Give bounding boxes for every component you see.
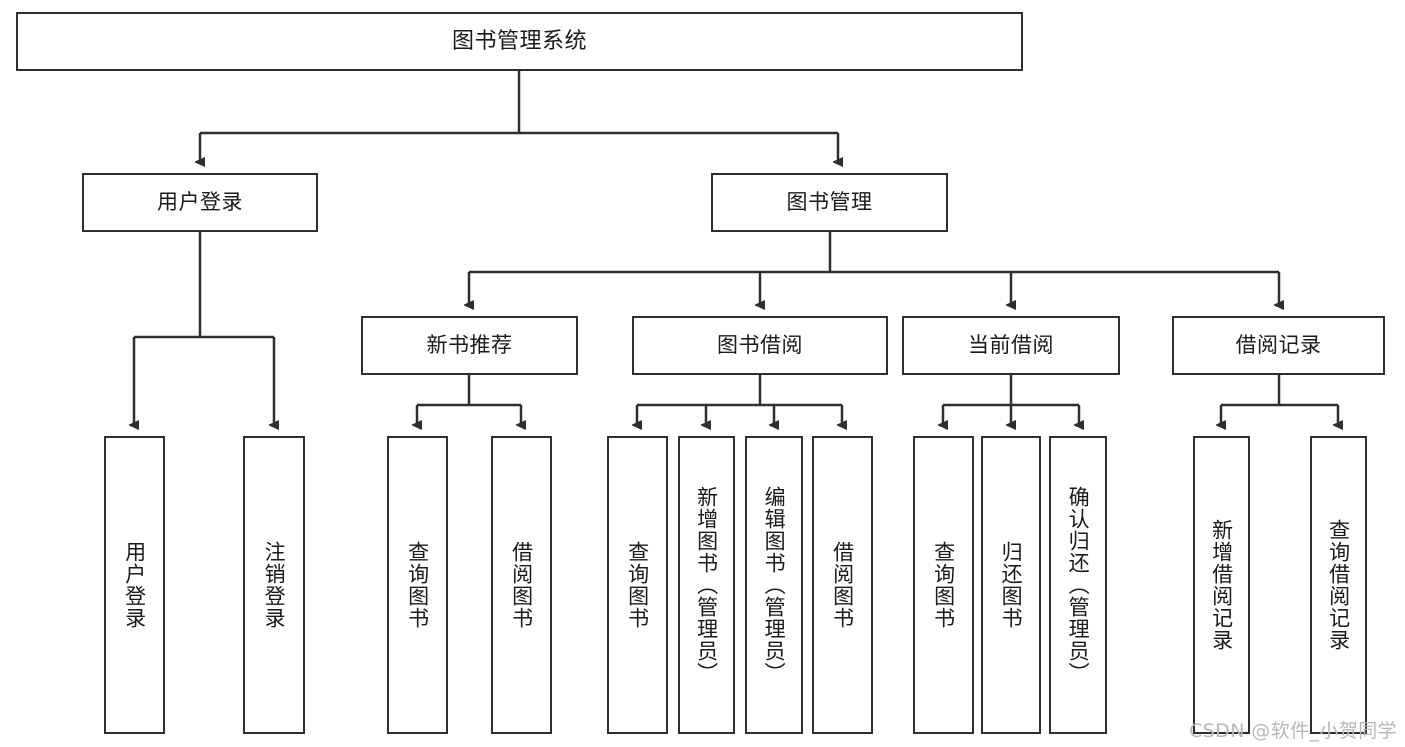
leaf-edit-book-admin-label: 编辑图书（管理员）: [762, 486, 787, 684]
node-book-borrow-label: 图书借阅: [717, 333, 803, 358]
leaf-new-book-borrow[interactable]: 借阅图书: [491, 436, 552, 734]
node-borrow-record-label: 借阅记录: [1235, 333, 1322, 358]
leaf-query-borrow-record-label: 查询借阅记录: [1326, 519, 1351, 651]
leaf-add-borrow-record-label: 新增借阅记录: [1209, 519, 1234, 651]
node-book-borrow[interactable]: 图书借阅: [632, 316, 888, 375]
leaf-add-borrow-record[interactable]: 新增借阅记录: [1193, 436, 1250, 734]
node-book-management[interactable]: 图书管理: [711, 173, 948, 232]
node-current-borrow[interactable]: 当前借阅: [902, 316, 1120, 375]
leaf-borrow-query-book[interactable]: 查询图书: [607, 436, 668, 734]
leaf-query-borrow-record[interactable]: 查询借阅记录: [1310, 436, 1367, 734]
node-borrow-record[interactable]: 借阅记录: [1172, 316, 1385, 375]
leaf-borrow-book[interactable]: 借阅图书: [812, 436, 873, 734]
node-book-management-label: 图书管理: [786, 190, 873, 215]
leaf-add-book-admin[interactable]: 新增图书（管理员）: [678, 436, 735, 734]
leaf-current-query-book[interactable]: 查询图书: [913, 436, 974, 734]
node-current-borrow-label: 当前借阅: [968, 333, 1054, 358]
node-user-login-label: 用户登录: [157, 190, 243, 215]
node-root[interactable]: 图书管理系统: [16, 12, 1023, 71]
leaf-edit-book-admin[interactable]: 编辑图书（管理员）: [745, 436, 803, 734]
leaf-confirm-return-admin[interactable]: 确认归还（管理员）: [1049, 436, 1107, 734]
leaf-new-book-query[interactable]: 查询图书: [387, 436, 448, 734]
leaf-borrow-query-book-label: 查询图书: [625, 541, 650, 629]
leaf-add-book-admin-label: 新增图书（管理员）: [694, 486, 719, 684]
leaf-return-book[interactable]: 归还图书: [981, 436, 1041, 734]
leaf-logout-label: 注销登录: [262, 541, 287, 629]
node-root-label: 图书管理系统: [451, 28, 587, 54]
node-user-login[interactable]: 用户登录: [82, 173, 318, 232]
node-new-book-recommend[interactable]: 新书推荐: [361, 316, 578, 375]
leaf-logout[interactable]: 注销登录: [243, 436, 305, 734]
leaf-current-query-book-label: 查询图书: [931, 541, 956, 629]
node-new-book-recommend-label: 新书推荐: [426, 333, 513, 358]
leaf-new-book-borrow-label: 借阅图书: [509, 541, 534, 629]
leaf-return-book-label: 归还图书: [999, 541, 1024, 629]
watermark: CSDN @软件_小贺同学: [1189, 720, 1397, 742]
leaf-borrow-book-label: 借阅图书: [830, 541, 855, 629]
leaf-user-login[interactable]: 用户登录: [104, 436, 165, 734]
leaf-user-login-label: 用户登录: [122, 541, 147, 629]
leaf-confirm-return-admin-label: 确认归还（管理员）: [1066, 486, 1091, 684]
leaf-new-book-query-label: 查询图书: [405, 541, 430, 629]
